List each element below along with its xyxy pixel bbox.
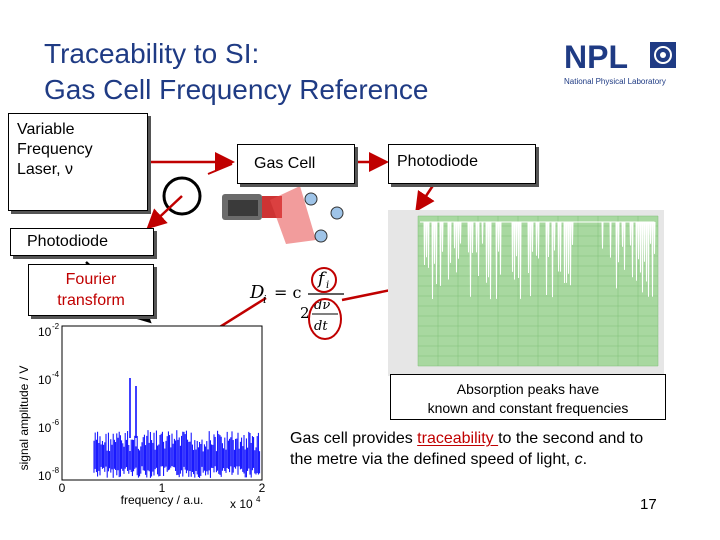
noise-trace [93,378,261,478]
fourier-line1: Fourier [65,271,117,288]
dispersion-formula: D i = c f i 2 dν dt [249,267,344,340]
absorption-trace [420,221,656,300]
formula-dt: dt [314,319,328,334]
fourier-spectrum-plot: signal amplitude / V 10-210-410-610-8 0 … [17,322,266,511]
x-tick: 1 [159,481,166,495]
x-axis-label: frequency / a.u. [121,493,204,507]
x-tick-labels: 0 1 2 [59,481,266,495]
formula-numerator-sub: i [326,280,329,291]
statement-italic: c [574,451,583,468]
absorption-note-box: Absorption peaks have known and constant… [390,374,666,420]
title-line-1: Traceability to SI: [44,38,260,69]
formula-equals: = c [274,283,301,302]
molecule-icon [304,192,318,206]
y-axis-label: signal amplitude / V [17,366,31,471]
logo-text: NPL [564,39,628,75]
y-tick-labels: 10-210-410-610-8 [38,322,60,483]
formula-lhs-sub: i [263,293,267,306]
formula-numerator: f [316,269,327,289]
statement-part2: to the second and to the metre via the d… [290,430,644,468]
y-tick-exp: -4 [52,370,60,379]
absorption-note-line1: Absorption peaks have [456,381,600,397]
y-tick-base: 10 [38,325,52,339]
statement-part1: Gas cell provides [290,430,418,447]
highlight-circle-icon [311,267,337,293]
absorption-note-line2: known and constant frequencies [427,400,629,416]
npl-logo-graphic: NPL National Physical Laboratory [564,39,676,86]
molecule-icon [314,229,328,243]
page-number: 17 [640,496,657,513]
formula-two: 2 [300,304,310,322]
laser-label-line2: Frequency [17,141,93,158]
photodiode-box-top: Photodiode [388,144,536,184]
gas-cell-box: Gas Cell [237,144,355,184]
x-scale-exponent: 4 [256,495,261,504]
photodiode-to-plot-arrow [415,183,436,213]
traceability-statement: Gas cell provides traceability to the se… [290,428,650,470]
highlight-circle-icon [308,298,342,340]
laser-label-line3: Laser, ν [17,161,74,178]
formula-lhs: D [249,282,265,303]
npl-logo: NPL National Physical Laboratory [560,38,682,92]
x-tick: 0 [59,481,66,495]
y-tick-exp: -2 [52,322,60,331]
x-scale-label: x 10 [230,497,253,511]
splitter-to-photodiode-arrow [146,195,183,230]
gas-cell-icon [222,186,316,244]
title-line-2: Gas Cell Frequency Reference [44,74,429,105]
statement-highlight: traceability [417,430,499,447]
logo-subtitle: National Physical Laboratory [564,77,666,86]
logo-emblem-icon [650,42,676,68]
y-tick-exp: -6 [52,418,60,427]
absorption-spectrum-plot [388,210,664,376]
x-tick: 2 [259,481,266,495]
molecule-icon [330,206,344,220]
y-tick-exp: -8 [52,466,60,475]
y-tick-base: 10 [38,421,52,435]
laser-label-line1: Variable [17,121,75,138]
y-tick-base: 10 [38,373,52,387]
gascell-pointer [207,163,233,175]
y-tick-base: 10 [38,469,52,483]
laser-box: Variable Frequency Laser, ν [8,113,148,211]
slide-title: Traceability to SI: Gas Cell Frequency R… [44,36,524,108]
fourier-line2: transform [57,292,125,309]
photodiode-box-left: Photodiode [10,228,154,256]
fourier-transform-box: Fourier transform [28,264,154,316]
statement-end: . [582,451,588,468]
